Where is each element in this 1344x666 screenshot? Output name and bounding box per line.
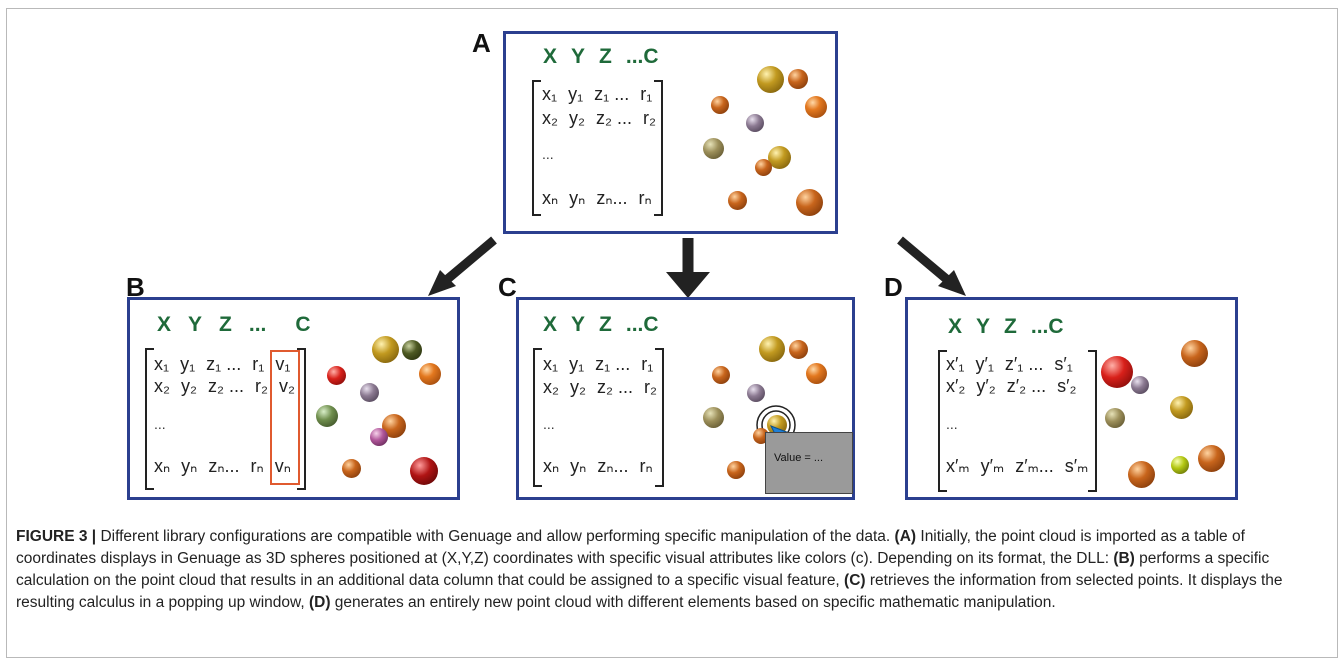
sphere [1198, 445, 1225, 472]
sphere [342, 459, 361, 478]
header-x: X [157, 313, 172, 336]
sphere [768, 146, 791, 169]
sphere [789, 340, 808, 359]
header-c: ...C [625, 45, 659, 68]
matrix-row-n: xₙ yₙ zₙ... rₙ [542, 188, 652, 208]
matrix-left-bracket [532, 80, 541, 216]
matrix-left-bracket [533, 348, 542, 487]
sphere [1128, 461, 1155, 488]
sphere [755, 159, 772, 176]
sphere [703, 138, 724, 159]
matrix-row-m: x′ₘ y′ₘ z′ₘ... s′ₘ [946, 456, 1089, 476]
arrow-to-b-icon [428, 236, 497, 296]
sphere [1181, 340, 1208, 367]
sphere [372, 336, 399, 363]
matrix-right-bracket [297, 348, 306, 490]
sphere [327, 366, 346, 385]
new-column-highlight [270, 350, 300, 485]
matrix-ellipsis: ... [946, 416, 958, 432]
header-c: C [295, 313, 311, 336]
arrow-to-d-icon [897, 236, 966, 296]
sphere [1105, 408, 1125, 428]
sphere [711, 96, 729, 114]
header-x: X [543, 45, 558, 68]
value-popup: Value = ... [765, 432, 853, 494]
sphere [703, 407, 724, 428]
header-y: Y [571, 45, 586, 68]
header-y: Y [571, 313, 586, 336]
matrix-left-bracket [145, 348, 154, 490]
panel-c-label: C [498, 272, 517, 302]
matrix-row-n: xₙ yₙ zₙ... rₙ vₙ [154, 456, 291, 476]
header-z: Z [1004, 315, 1017, 338]
matrix-row-1: x₁ y₁ z₁ ... r₁ v₁ [154, 354, 291, 374]
panel-b: X Y Z ... C x₁ y₁ z₁ ... r₁ v₁ x₂ y₂ z₂ … [127, 297, 460, 500]
header-z: Z [599, 313, 612, 336]
header-ellipsis: ... [248, 313, 267, 336]
header-c: ...C [625, 313, 659, 336]
sphere [728, 191, 747, 210]
panel-b-label: B [126, 272, 145, 302]
sphere [419, 363, 441, 385]
matrix-row-2: x₂ y₂ z₂ ... r₂ [542, 108, 656, 128]
panel-a-header: X Y Z ...C [543, 45, 659, 69]
sphere [316, 405, 338, 427]
header-z: Z [599, 45, 612, 68]
matrix-row-n: xₙ yₙ zₙ... rₙ [543, 456, 653, 476]
matrix-row-2: x₂ y₂ z₂ ... r₂ v₂ [154, 376, 295, 396]
sphere [759, 336, 785, 362]
panel-a: X Y Z ...C x₁ y₁ z₁ ... r₁ x₂ y₂ z₂ ... … [503, 31, 838, 234]
matrix-left-bracket [938, 350, 947, 492]
matrix-row-1: x₁ y₁ z₁ ... r₁ [542, 84, 653, 104]
header-x: X [948, 315, 963, 338]
popup-value-text: Value = ... [774, 452, 824, 464]
panel-c-header: X Y Z ...C [543, 313, 659, 337]
panel-d-label: D [884, 272, 903, 302]
panel-d-header: X Y Z ...C [948, 315, 1064, 339]
header-c: ...C [1030, 315, 1064, 338]
sphere [1170, 396, 1193, 419]
sphere [788, 69, 808, 89]
matrix-row-1: x₁ y₁ z₁ ... r₁ [543, 354, 654, 374]
matrix-row-2: x′₂ y′₂ z′₂ ... s′₂ [946, 376, 1077, 396]
sphere [410, 457, 438, 485]
caption-figure-number: FIGURE 3 | [16, 528, 97, 545]
sphere [727, 461, 745, 479]
sphere [1131, 376, 1149, 394]
panel-c: X Y Z ...C x₁ y₁ z₁ ... r₁ x₂ y₂ z₂ ... … [516, 297, 855, 500]
figure-caption: FIGURE 3 | Different library configurati… [16, 528, 1283, 611]
matrix-ellipsis: ... [154, 416, 166, 432]
matrix-ellipsis: ... [542, 146, 554, 162]
sphere [370, 428, 388, 446]
sphere [360, 383, 379, 402]
figure-frame [6, 8, 1338, 658]
panel-d: X Y Z ...C x′₁ y′₁ z′₁ ... s′₁ x′₂ y′₂ z… [905, 297, 1238, 500]
matrix-right-bracket [1088, 350, 1097, 492]
sphere [757, 66, 784, 93]
header-y: Y [188, 313, 203, 336]
sphere [806, 363, 827, 384]
header-y: Y [976, 315, 991, 338]
matrix-ellipsis: ... [543, 416, 555, 432]
matrix-right-bracket [654, 80, 663, 216]
panel-a-label: A [472, 28, 491, 58]
sphere [712, 366, 730, 384]
sphere [1101, 356, 1133, 388]
matrix-row-2: x₂ y₂ z₂ ... r₂ [543, 377, 657, 397]
header-z: Z [219, 313, 232, 336]
matrix-right-bracket [655, 348, 664, 487]
header-x: X [543, 313, 558, 336]
sphere [1171, 456, 1189, 474]
sphere [796, 189, 823, 216]
matrix-row-1: x′₁ y′₁ z′₁ ... s′₁ [946, 354, 1073, 374]
sphere [746, 114, 764, 132]
sphere [805, 96, 827, 118]
sphere [747, 384, 765, 402]
panel-b-header: X Y Z ... C [157, 313, 311, 337]
arrow-to-c-icon [666, 238, 710, 298]
sphere [402, 340, 422, 360]
